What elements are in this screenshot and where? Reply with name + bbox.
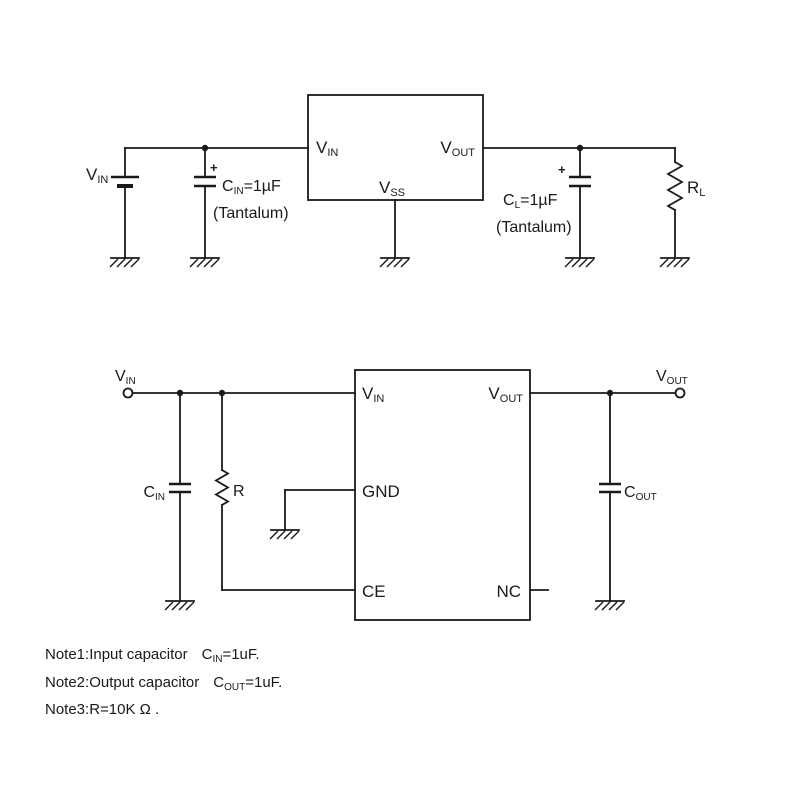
bottom-ic-pin-nc-label: NC	[496, 582, 521, 601]
top-vss-ground	[379, 199, 410, 268]
bottom-ic-pin-ce-label: CE	[362, 582, 386, 601]
bottom-ic-body	[354, 369, 531, 621]
ground-symbol	[164, 600, 195, 611]
bottom-cout-label: COUT	[624, 484, 657, 503]
vout-terminal-circle	[674, 387, 686, 399]
top-ic-pin-vout-label: VOUT	[440, 138, 475, 159]
rl-zigzag	[666, 160, 684, 212]
bottom-cin-label: CIN	[143, 484, 165, 503]
cl-type-label: (Tantalum)	[496, 219, 572, 236]
top-cin-capacitor: + CIN=1µF (Tantalum)	[189, 144, 289, 268]
cl-value-label: CL=1µF	[503, 192, 558, 211]
note-3: Note3:R=10K Ω .	[45, 701, 159, 718]
ground-symbol	[564, 257, 595, 268]
vin-terminal-circle	[122, 387, 134, 399]
bottom-gnd-branch	[269, 489, 356, 540]
top-ic-pin-vss-label: VSS	[379, 178, 405, 199]
bottom-ic-pin-vin-label: VIN	[362, 384, 384, 405]
bottom-r-label: R	[233, 483, 245, 500]
bottom-cin-capacitor: CIN	[143, 389, 195, 611]
top-ic-pin-vin-label: VIN	[316, 138, 338, 159]
r-zigzag	[214, 468, 230, 507]
rl-label: RL	[687, 178, 705, 199]
bottom-vin-terminal: VIN	[115, 368, 356, 399]
bottom-vout-label: VOUT	[656, 368, 688, 387]
cl-polarity-plus: +	[558, 162, 566, 177]
cin-value-label: CIN=1µF	[222, 178, 281, 197]
ground-symbol	[109, 257, 140, 268]
top-rl-resistor: RL	[659, 147, 705, 268]
ground-symbol	[269, 529, 300, 540]
top-vin-source-label: VIN	[86, 165, 108, 186]
bottom-application-circuit: VIN GND CE VOUT NC VIN CIN R	[115, 368, 688, 621]
top-application-circuit: VIN VOUT VSS VIN + CIN=1µF (Tantalum)	[86, 94, 705, 268]
bottom-vout-terminal: VOUT	[529, 368, 688, 399]
bottom-cout-capacitor: COUT	[594, 389, 657, 611]
bottom-vin-label: VIN	[115, 368, 136, 387]
cin-polarity-plus: +	[210, 160, 218, 175]
ground-symbol	[659, 257, 690, 268]
bottom-ic-pin-vout-label: VOUT	[488, 384, 523, 405]
top-cl-capacitor: + CL=1µF (Tantalum)	[496, 144, 595, 268]
cin-type-label: (Tantalum)	[213, 205, 289, 222]
top-vin-source: VIN	[86, 147, 140, 268]
ground-symbol	[189, 257, 220, 268]
top-ic-body	[307, 94, 484, 201]
ground-symbol	[379, 257, 410, 268]
ground-symbol	[594, 600, 625, 611]
bottom-ic-pin-gnd-label: GND	[362, 482, 400, 501]
bottom-r-resistor: R	[214, 389, 356, 591]
